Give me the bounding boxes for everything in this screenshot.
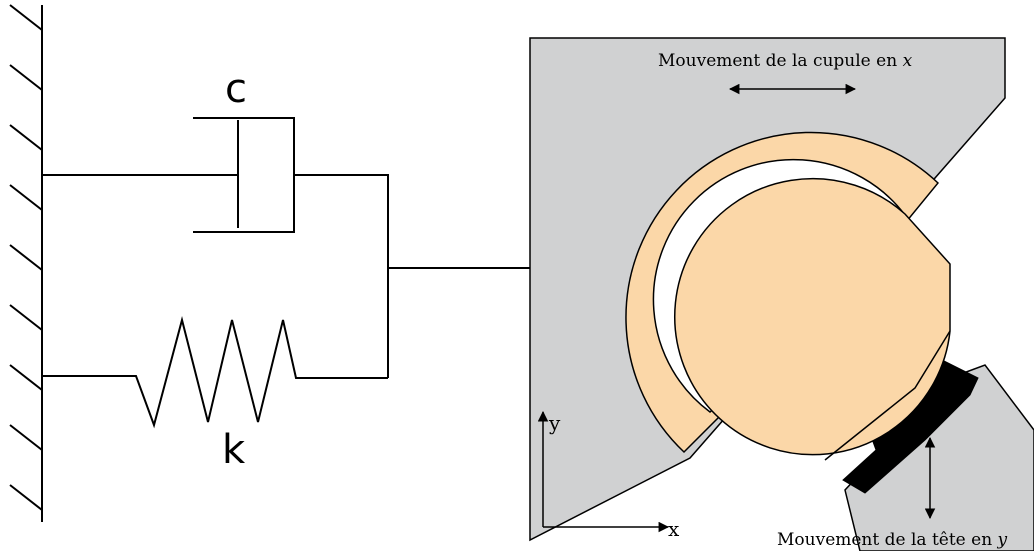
axis-y-label: y: [548, 411, 561, 435]
axis-x-label: x: [668, 517, 680, 541]
coordinate-axes: [537, 410, 670, 533]
damper-label: c: [225, 66, 247, 112]
spring-label: k: [222, 427, 246, 473]
femoral-head: [674, 177, 951, 456]
cup-motion-axis: x: [903, 51, 913, 71]
spring: [42, 316, 388, 429]
cup-motion-label: Mouvement de la cupule en x: [658, 51, 913, 71]
head-holder: [844, 364, 1034, 551]
damper: [42, 117, 389, 378]
femoral-head-neck: [824, 330, 951, 461]
cup-motion-text: Mouvement de la cupule en: [658, 51, 903, 71]
head-motion-axis: y: [997, 530, 1008, 550]
fixed-wall: [9, 4, 43, 522]
head-motion-text: Mouvement de la tête en: [777, 530, 998, 550]
head-motion-label: Mouvement de la tête en y: [777, 530, 1008, 550]
